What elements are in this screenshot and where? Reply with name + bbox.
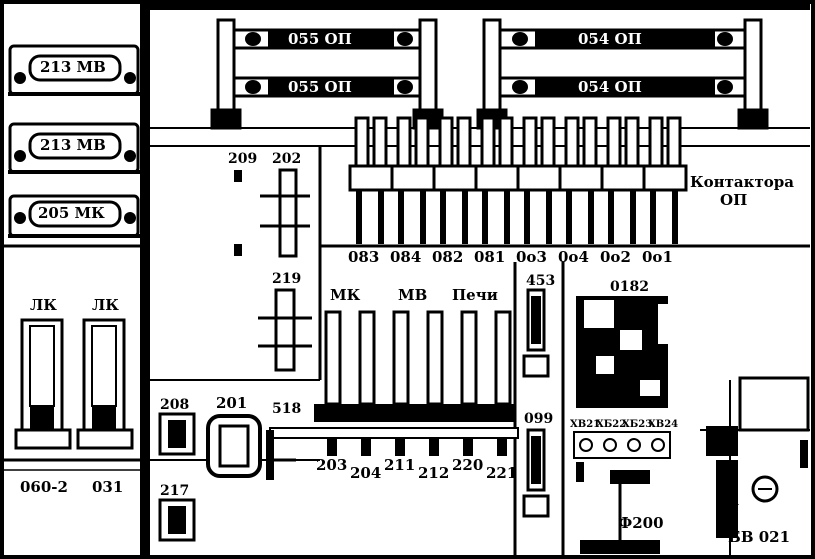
label-202: 202	[272, 151, 302, 167]
device-label-213-mb-lower: 213 МВ	[40, 136, 106, 154]
contactor-number: 0о4	[558, 248, 589, 266]
contactor-081	[474, 116, 520, 244]
lk-label-left: ЛК	[30, 296, 57, 314]
contactor-number: 0о1	[642, 248, 673, 266]
relay-group-mb: МВ	[398, 286, 428, 304]
contactor-0о2	[600, 116, 646, 244]
device-label-213-mb-upper: 213 МВ	[40, 58, 106, 76]
label-a1: А1	[716, 490, 741, 509]
top-posts	[210, 18, 769, 130]
relay-coils	[324, 310, 512, 456]
relay-number: 203	[316, 456, 348, 474]
label-217: 217	[160, 483, 190, 499]
contactor-0о1	[642, 116, 688, 244]
top-band	[150, 4, 810, 10]
relay-number: 220	[452, 456, 484, 474]
label-201: 201	[216, 394, 248, 412]
relay-number: 204	[350, 464, 382, 482]
terminal-block	[573, 431, 671, 459]
relay-group-mk: МК	[330, 286, 361, 304]
terminal-label: ХБ23	[622, 419, 653, 430]
terminal-label: ХВ21	[570, 419, 601, 430]
bar-label-055-top: 055 ОП	[288, 30, 352, 48]
label-f200: Ф200	[618, 514, 664, 532]
left-device-knobs	[8, 72, 142, 238]
lk-number-right: 031	[92, 478, 124, 496]
label-0182: 0182	[610, 279, 649, 295]
contactor-number: 083	[348, 248, 380, 266]
lk-number-left: 060-2	[20, 478, 68, 496]
contactor-082	[432, 116, 478, 244]
left-column-divider	[140, 2, 150, 557]
lk-label-right: ЛК	[92, 296, 119, 314]
contactor-number: 082	[432, 248, 464, 266]
label-099: 099	[524, 411, 554, 427]
relay-group-pechi: Печи	[452, 286, 498, 304]
contactor-title-line1: Контактора	[690, 173, 794, 191]
devices-453-099	[522, 288, 550, 518]
contactor-columns	[348, 116, 688, 244]
device-202	[234, 168, 312, 372]
contactor-number: 084	[390, 248, 422, 266]
label-bv021: БВ 021	[728, 528, 791, 546]
relay-number: 212	[418, 464, 450, 482]
bar-label-055-bottom: 055 ОП	[288, 78, 352, 96]
label-208: 208	[160, 397, 190, 413]
relay-number: 221	[486, 464, 518, 482]
bar-label-054-top: 054 ОП	[578, 30, 642, 48]
label-453: 453	[526, 273, 556, 289]
contactor-number: 0о3	[516, 248, 547, 266]
relay-number: 211	[384, 456, 416, 474]
terminal-label: ХБ22	[596, 419, 627, 430]
blocks-208-217	[158, 412, 196, 542]
left-device-plates	[28, 54, 122, 228]
terminal-label: ХВ24	[648, 419, 679, 430]
device-0182	[576, 296, 668, 408]
device-bv021	[706, 376, 810, 538]
device-201	[206, 414, 296, 480]
contactor-number: 081	[474, 248, 506, 266]
contactor-number: 0о2	[600, 248, 631, 266]
contactor-084	[390, 116, 436, 244]
top-bars	[232, 28, 747, 98]
contactor-083	[348, 116, 394, 244]
label-518: 518	[272, 401, 302, 417]
bar-label-054-bottom: 054 ОП	[578, 78, 642, 96]
contactor-title-line2: ОП	[720, 191, 748, 209]
lk-blocks	[14, 318, 134, 450]
label-219: 219	[272, 271, 302, 287]
device-f200	[576, 462, 660, 554]
device-label-205-mk: 205 МК	[38, 204, 105, 222]
label-209: 209	[228, 151, 258, 167]
